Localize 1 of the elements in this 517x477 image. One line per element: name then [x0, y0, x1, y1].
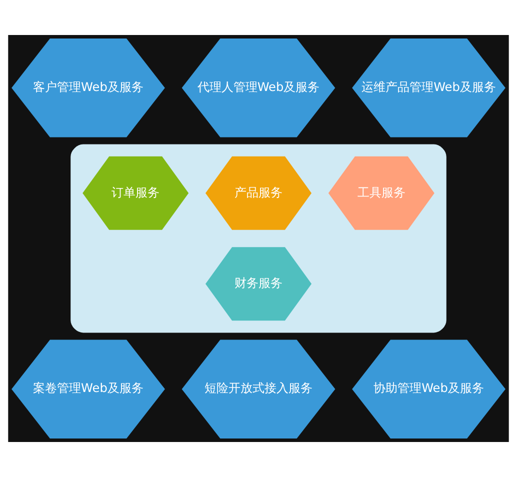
- cluster: [70, 144, 446, 333]
